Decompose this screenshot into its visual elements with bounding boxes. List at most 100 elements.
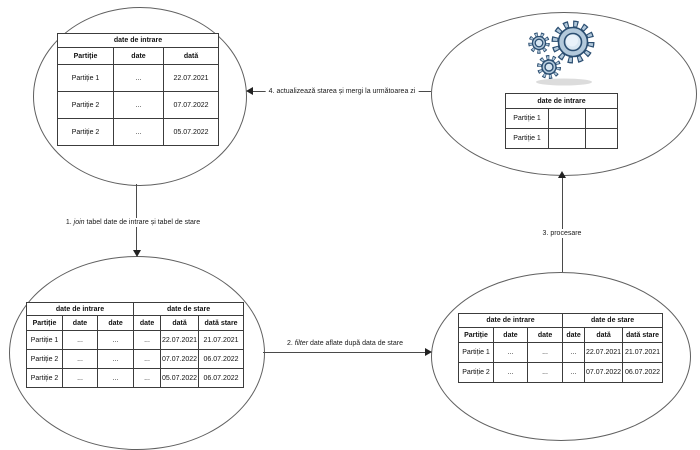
column-header: date (96, 315, 135, 331)
table-cell: ... (62, 368, 98, 388)
column-header: date (113, 47, 164, 65)
table-cell: Partiție 1 (57, 64, 114, 92)
edge-3-label-pre: 3. procesare (542, 230, 582, 237)
table-cell: Partiție 1 (505, 108, 549, 129)
edge-1-line (136, 184, 137, 250)
table-cell: ... (96, 330, 135, 350)
table-cell: 06.07.2022 (622, 362, 664, 383)
table-cell (548, 108, 586, 129)
gears-icon (528, 20, 595, 86)
table-cell: Partiție 2 (26, 349, 63, 369)
table-cell: 07.07.2022 (162, 91, 220, 119)
table-cell: 06.07.2022 (198, 349, 245, 369)
edge-3-arrowhead (558, 171, 566, 178)
table-cell: 21.07.2021 (198, 330, 245, 350)
edge-1-label: 1. join tabel date de intrare și tabel d… (62, 218, 204, 227)
edge-2-line (263, 352, 426, 353)
edge-1-label-em: join (73, 219, 85, 226)
table-cell: ... (526, 342, 564, 363)
table-title: date de intrare (56, 33, 220, 48)
table-cell: ... (493, 342, 528, 363)
column-header: date (493, 327, 528, 343)
gears-shadow (536, 78, 592, 86)
column-header: date (133, 315, 162, 331)
table-cell: 05.07.2022 (160, 368, 200, 388)
table-cell: ... (562, 342, 586, 363)
column-header: date (62, 315, 98, 331)
table-cell: ... (96, 368, 135, 388)
table-cell: ... (493, 362, 528, 383)
table-cell (548, 128, 586, 149)
table-cell: ... (133, 368, 162, 388)
table-cell: ... (113, 64, 164, 92)
table-cell: ... (62, 349, 98, 369)
table-cell: Partiție 1 (458, 342, 494, 363)
table-cell: 07.07.2022 (584, 362, 624, 383)
table-group-header: date de intrare (457, 313, 564, 328)
column-header: Partiție (57, 47, 114, 65)
edge-2-arrowhead (425, 348, 432, 356)
table-cell: 07.07.2022 (160, 349, 200, 369)
table-cell: ... (96, 349, 135, 369)
column-header: date (526, 327, 564, 343)
edge-2-label-em: filter (294, 340, 309, 347)
table-cell: ... (62, 330, 98, 350)
table-cell: ... (113, 91, 164, 119)
table-cell: 22.07.2021 (584, 342, 624, 363)
column-header: dată (160, 315, 200, 331)
edge-1-arrowhead (133, 250, 141, 257)
table-group-header: date de stare (562, 313, 664, 328)
table-cell (584, 108, 619, 129)
column-header: date (562, 327, 586, 343)
table-cell: 05.07.2022 (162, 118, 220, 146)
table-cell: ... (133, 330, 162, 350)
column-header: dată (584, 327, 624, 343)
edge-1-label-pre: 1. (65, 219, 74, 226)
edge-2-label-post: date aflate după data de stare (308, 340, 403, 347)
table-cell: ... (562, 362, 586, 383)
table-title: date de intrare (504, 93, 619, 109)
table-cell (584, 128, 619, 149)
edge-1-label-post: tabel date de intrare și tabel de stare (84, 219, 201, 226)
table-cell: Partiție 1 (505, 128, 549, 149)
table-cell: Partiție 2 (57, 118, 114, 146)
edge-4-label-pre: 4. actualizează starea și mergi la următ… (268, 88, 416, 95)
table-cell: 21.07.2021 (622, 342, 664, 363)
column-header: Partiție (458, 327, 494, 343)
column-header: Partiție (26, 315, 63, 331)
table-row: Partiție 2...07.07.2022 (57, 91, 220, 119)
table-row: Partiție 2...05.07.2022 (57, 118, 220, 146)
table-cell: 22.07.2021 (160, 330, 200, 350)
table-cell: Partiție 2 (458, 362, 494, 383)
table-cell: ... (113, 118, 164, 146)
edge-3-label: 3. procesare (539, 229, 585, 238)
column-header: dată (162, 47, 220, 65)
table-cell: 06.07.2022 (198, 368, 245, 388)
table-cell: Partiție 2 (57, 91, 114, 119)
table-group-header: date de stare (133, 302, 245, 316)
table-cell: Partiție 2 (26, 368, 63, 388)
table-cell: 22.07.2021 (162, 64, 220, 92)
edge-2-label-pre: 2. (287, 340, 295, 347)
edge-3-line (562, 178, 563, 272)
table-row: Partiție 1 (505, 108, 619, 129)
table-cell: ... (526, 362, 564, 383)
edge-4-arrowhead (246, 87, 253, 95)
edge-4-label: 4. actualizează starea și mergi la următ… (265, 87, 419, 96)
edge-2-label: 2. filter date aflate după data de stare (284, 339, 406, 348)
column-header: dată stare (622, 327, 664, 343)
table-row: Partiție 1...22.07.2021 (57, 64, 220, 92)
column-header: dată stare (198, 315, 245, 331)
table-group-header: date de intrare (25, 302, 135, 316)
table-cell: ... (133, 349, 162, 369)
